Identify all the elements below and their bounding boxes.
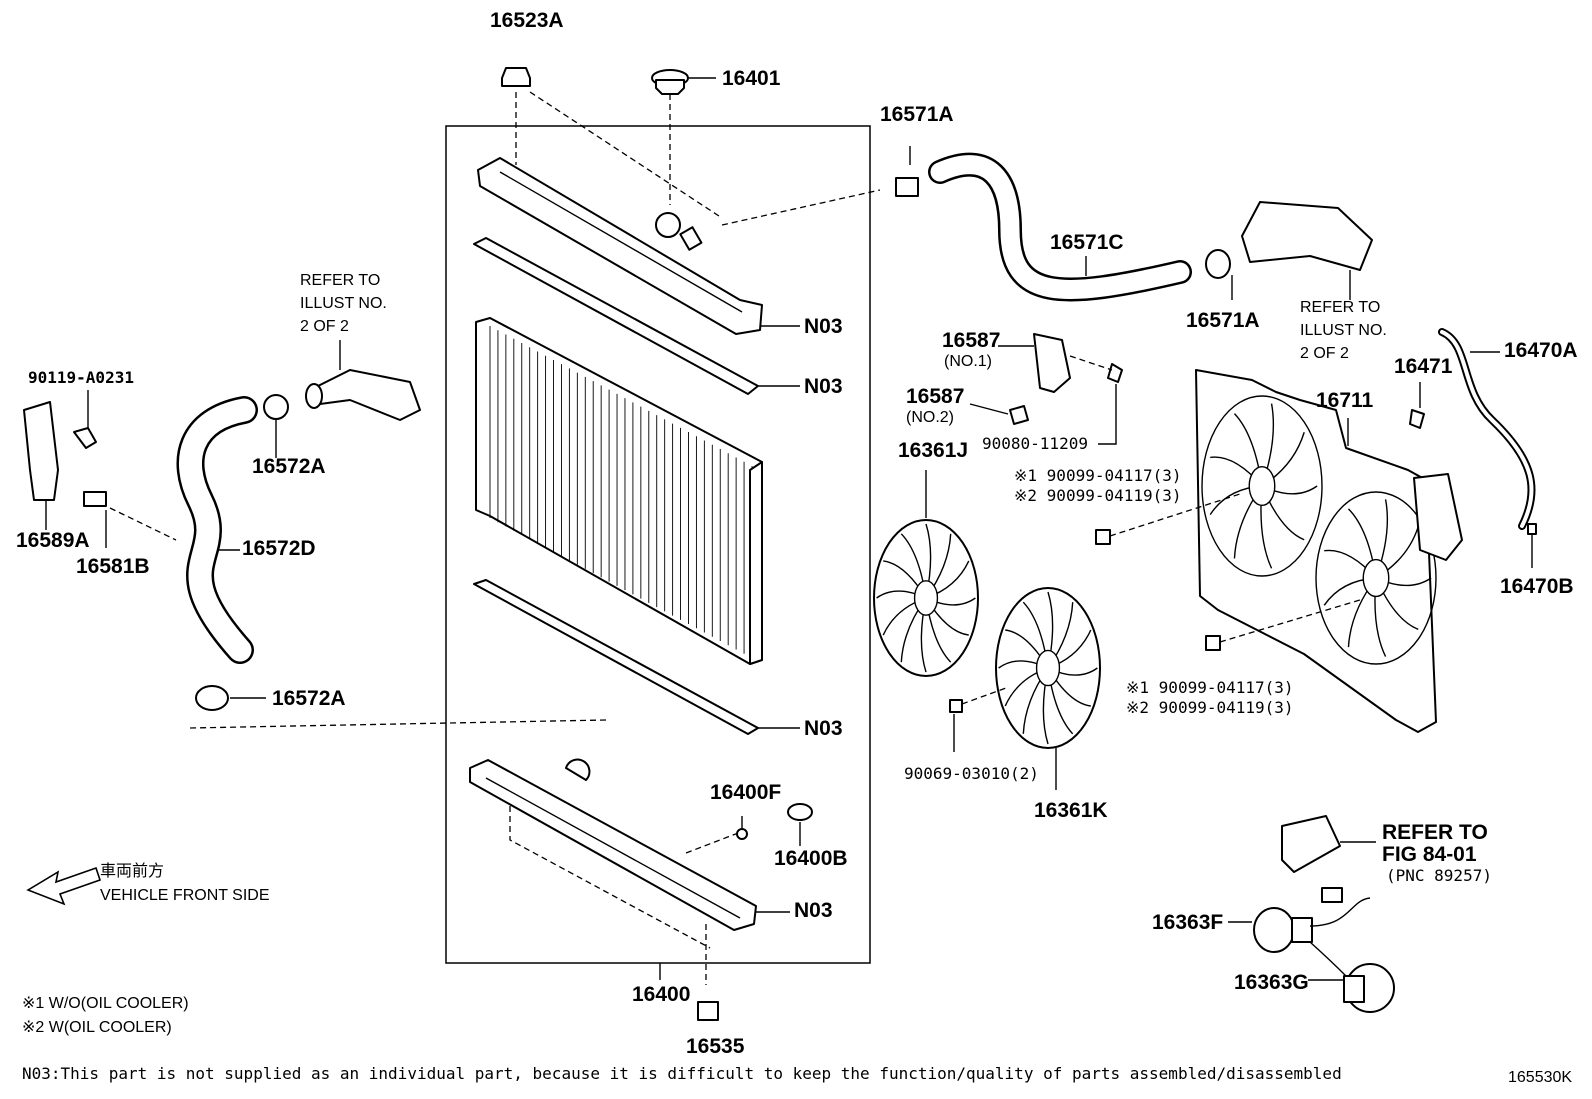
label-16581b: 16581B [76,555,150,578]
bracket-16589a [23,401,59,501]
refer-left-2: ILLUST NO. [300,295,387,312]
bolt-90099-lower [1205,635,1221,651]
hose-16470a [1440,330,1534,528]
refer-right-1: REFER TO [1300,299,1381,316]
refer-fig-2: FIG 84-01 [1382,843,1477,866]
label-16572d: 16572D [242,537,316,560]
refer-fig-1: REFER TO [1382,821,1488,844]
label-16535: 16535 [686,1035,745,1058]
label-16363f: 16363F [1152,911,1224,934]
bolt-90080 [1107,363,1123,383]
label-16363g: 16363G [1234,971,1309,994]
part-16535 [697,1001,719,1021]
legend-mark-1: ※1 W/O(OIL COOLER) [22,995,189,1012]
fan-relay-module [1281,815,1341,873]
inlet-pipe [309,369,421,421]
clip-16587-no2 [1009,405,1029,425]
refer-fig-3: (PNC 89257) [1386,866,1492,885]
label-90069: 90069-03010(2) [904,764,1039,783]
bracket-16587-no1 [1033,333,1071,393]
label-16587-no2: 16587 [906,385,965,408]
label-16571a-top: 16571A [880,103,954,126]
water-outlet [1241,201,1373,271]
label-16571c: 16571C [1050,231,1124,254]
clip-16581b [83,491,107,507]
hose-16571c [930,155,1190,299]
label-16523a: 16523A [490,9,564,32]
refer-left-3: 2 OF 2 [300,318,349,335]
label-n03-1: N03 [804,315,843,338]
motor-16363f [1253,907,1295,953]
label-16587-no1: 16587 [942,329,1001,352]
label-16470a: 16470A [1504,339,1578,362]
refer-right-3: 2 OF 2 [1300,345,1349,362]
part-16523a [501,67,531,87]
label-90099-a1: ※1 90099-04117(3) [1014,466,1182,485]
filler-neck [655,212,681,238]
label-16361j: 16361J [898,439,969,462]
clamp-16571a-top [895,177,919,197]
label-16470b: 16470B [1500,575,1574,598]
legend-mark-2: ※2 W(OIL COOLER) [22,1019,172,1036]
radiator-assembly-frame [445,125,871,964]
label-16711: 16711 [1316,389,1374,412]
label-16572a-top: 16572A [252,455,326,478]
label-16400: 16400 [632,983,691,1006]
label-90119: 90119-A0231 [28,368,134,387]
label-90099-b2: ※2 90099-04119(3) [1126,698,1294,717]
label-n03-3: N03 [804,717,843,740]
hose-16572d [179,398,256,662]
nut-90069 [949,699,963,713]
label-n03-4: N03 [794,899,833,922]
front-direction-arrow [26,866,102,906]
label-16361k: 16361K [1034,799,1108,822]
label-16589a: 16589A [16,529,90,552]
label-16587-no2-sub: (NO.2) [906,409,954,426]
clamp-16572a-top [263,394,289,420]
reservoir [1413,473,1463,561]
refer-right-2: ILLUST NO. [1300,322,1387,339]
label-90099-b1: ※1 90099-04117(3) [1126,678,1294,697]
oring-16400f [736,828,748,840]
bolt-90119 [73,427,97,449]
label-90099-a2: ※2 90099-04119(3) [1014,486,1182,505]
refer-left-1: REFER TO [300,272,381,289]
clip-16470b [1527,523,1537,535]
label-16571a-mid: 16571A [1186,309,1260,332]
label-16587-no1-sub: (NO.1) [944,353,992,370]
clamp-16571a-mid [1205,249,1231,279]
drain-16400b [787,803,813,821]
label-16401: 16401 [722,67,781,90]
label-16400b: 16400B [774,847,848,870]
direction-jp: 車両前方 [100,863,165,880]
lower-outlet [565,758,591,781]
clamp-16572a-bot [195,685,229,711]
label-16471: 16471 [1394,355,1453,378]
footnote-n03: N03:This part is not supplied as an indi… [22,1064,1342,1083]
label-16400f: 16400F [710,781,782,804]
bolt-90099-upper [1095,529,1111,545]
clip-16471 [1409,409,1425,429]
label-n03-2: N03 [804,375,843,398]
label-16572a-bot: 16572A [272,687,346,710]
label-90080: 90080-11209 [982,434,1088,453]
direction-en: VEHICLE FRONT SIDE [100,887,270,904]
illustration-ref: 165530K [1508,1069,1573,1086]
upper-tank [477,157,763,335]
